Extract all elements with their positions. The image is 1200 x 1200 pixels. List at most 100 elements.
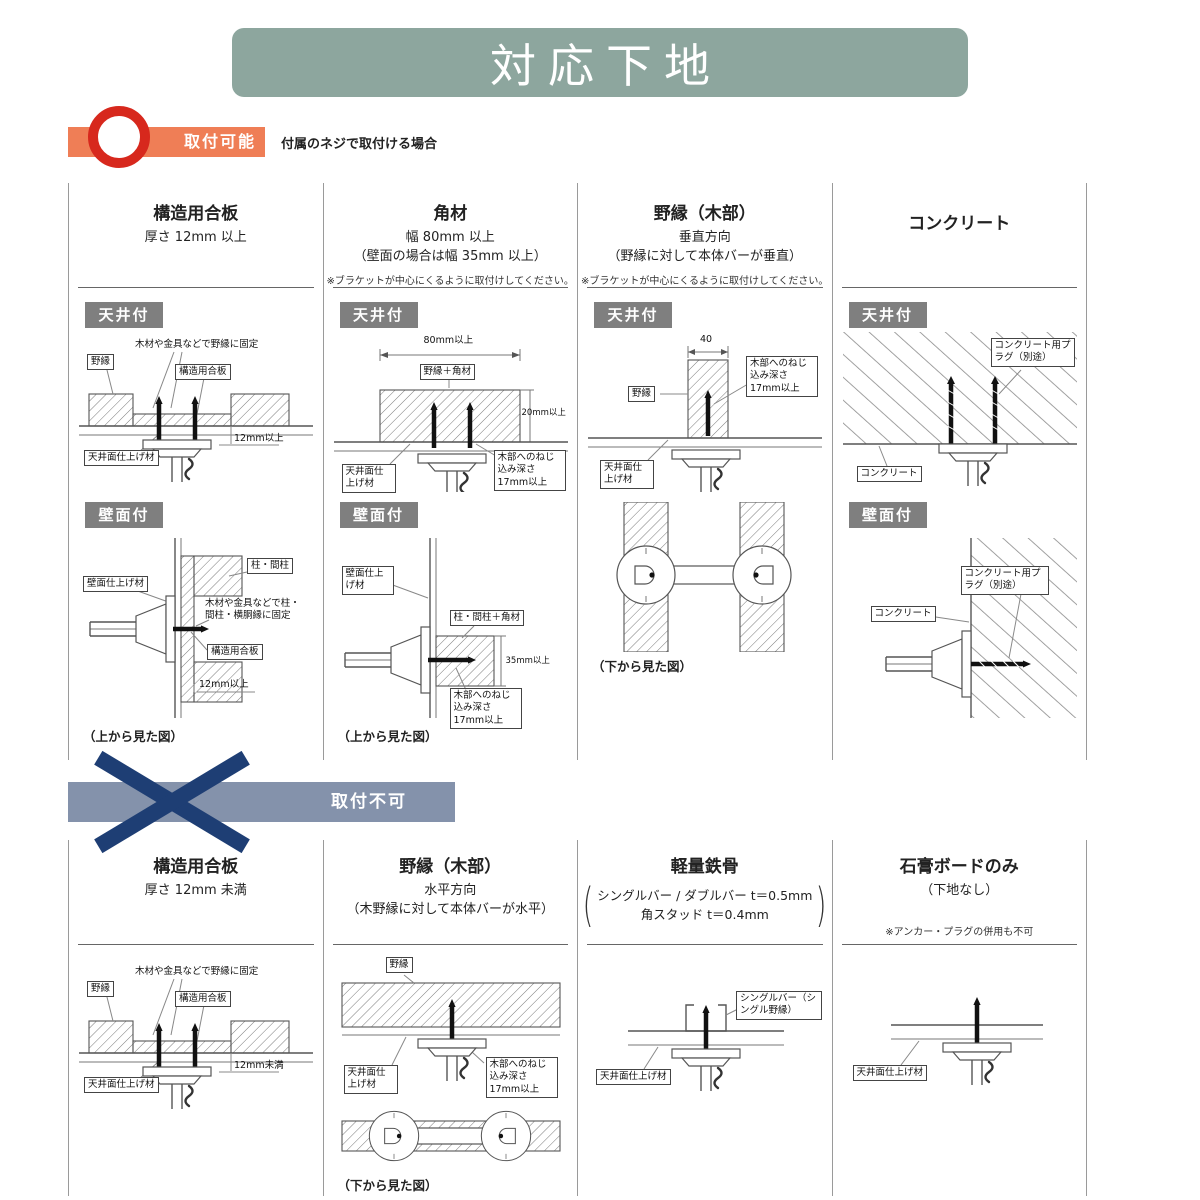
joist-barview-art [616, 502, 792, 652]
label-plywood: 構造用合板 [207, 644, 263, 661]
plywood-wall-art [89, 538, 255, 718]
ceiling-mount-badge: 天井付 [85, 302, 163, 328]
divider [332, 944, 568, 945]
view-caption: （上から見た図） [337, 729, 438, 744]
label-concrete: コンクリート [856, 466, 922, 483]
wall-mount-badge: 壁面付 [85, 502, 163, 528]
ng-grid: 構造用合板 厚さ 12mm 未満 [68, 840, 1087, 1196]
label-ceiling-finish: 天井面仕上げ材 [341, 464, 396, 493]
divider [78, 287, 314, 288]
ng-col-steel: 軽量鉄骨 ( シングルバー / ダブルバー t＝0.5mm 角スタッド t＝0.… [577, 840, 832, 1196]
wall-mount-badge: 壁面付 [848, 502, 927, 528]
label-dim-80mm: 80mm以上 [423, 335, 474, 346]
label-nobuchi: 野縁 [385, 957, 413, 974]
ok-col-joist: 野縁（木部） 垂直方向 （野縁に対して本体バーが垂直） ※ブラケットが中心にくる… [577, 183, 832, 760]
label-dim-35mm: 35mm以上 [505, 656, 550, 666]
label-fixing: 木材や金具などで野縁に固定 [135, 966, 259, 977]
mountable-badge: 取付可能 [183, 132, 256, 151]
column-title: 石膏ボードのみ [899, 857, 1019, 877]
label-concrete-plug: コンクリート用プラグ（別途） [960, 566, 1049, 595]
label-nobuchi: 野縁 [87, 981, 115, 998]
label-ceiling-finish: 天井面仕上げ材 [600, 460, 654, 489]
label-ceiling-finish: 天井面仕上げ材 [596, 1069, 671, 1086]
label-single-bar: シングルバー（シングル野縁） [736, 991, 822, 1020]
diagram-plasterboard: 天井面仕上げ材 [843, 985, 1077, 1135]
ng-cross-icon [92, 750, 252, 854]
label-ceiling-finish: 天井面仕上げ材 [84, 1077, 159, 1094]
column-title: 構造用合板 [153, 204, 239, 224]
label-screw-depth: 木部へのねじ込み深さ17mm以上 [449, 688, 522, 730]
label-fixing: 木材や金具などで野縁に固定 [135, 339, 259, 350]
diagram-single-bar: シングルバー（シングル野縁） 天井面仕上げ材 [588, 985, 822, 1135]
ng-col-joist-horizontal: 野縁（木部） 水平方向 （木野縁に対して本体バーが水平） [322, 840, 578, 1196]
label-nobuchi: 野縁 [87, 354, 115, 371]
label-plywood: 構造用合板 [175, 364, 231, 381]
diagram-plywood-ceiling: 野縁 木材や金具などで野縁に固定 構造用合板 天井面仕上げ材 12mm以上 [79, 332, 313, 492]
column-note: ※ブラケットが中心にくるように取付けしてください。 [326, 275, 574, 287]
label-wall-finish: 壁面仕上げ材 [341, 566, 394, 595]
timber-wall-art [343, 538, 506, 718]
column-subtitle: シングルバー / ダブルバー t＝0.5mm [597, 887, 813, 903]
label-wall-finish: 壁面仕上げ材 [83, 576, 149, 593]
label-dim-12mm: 12mm以上 [199, 679, 249, 690]
view-caption: （下から見た図） [337, 1178, 438, 1193]
ok-circle-icon [88, 106, 150, 168]
joist-ceiling-art [588, 346, 822, 492]
divider [587, 944, 823, 945]
column-subtitle2: （野縁に対して本体バーが垂直） [607, 248, 803, 264]
column-subtitle: 厚さ 12mm 未満 [144, 883, 247, 898]
column-title: 野縁（木部） [399, 857, 502, 877]
label-ceiling-finish: 天井面仕上げ材 [84, 450, 159, 467]
ng-col-plasterboard: 石膏ボードのみ （下地なし） ※アンカー・プラグの併用も不可 天井面仕上げ材 [831, 840, 1087, 1196]
ceiling-mount-badge: 天井付 [594, 302, 672, 328]
diagram-timber-wall: 壁面仕上げ材 柱・間柱＋角材 35mm以上 木部へのねじ込み深さ17mm以上 [334, 532, 568, 730]
diagram-concrete-ceiling: コンクリート用プラグ（別途） コンクリート [842, 332, 1077, 492]
diagram-joist-horizontal: 野縁 天井面仕上げ材 木部へのねじ込み深さ17mm以上 [334, 955, 568, 1171]
label-stud-timber: 柱・間柱＋角材 [449, 610, 525, 627]
column-title: 角材 [433, 204, 468, 224]
label-plywood: 構造用合板 [175, 991, 231, 1008]
ng-col-plywood: 構造用合板 厚さ 12mm 未満 [68, 840, 323, 1196]
column-subtitle: 厚さ 12mm 以上 [144, 230, 247, 245]
thin-plywood-art [79, 978, 313, 1111]
ceiling-mount-badge: 天井付 [848, 302, 927, 328]
column-subtitle: （下地なし） [920, 883, 999, 898]
label-joist-timber: 野縁＋角材 [419, 364, 476, 381]
column-subtitle2: （壁面の場合は幅 35mm 以上） [353, 248, 547, 264]
column-title: 野縁（木部） [653, 204, 756, 224]
divider [78, 944, 314, 945]
ceiling-mount-badge: 天井付 [339, 302, 418, 328]
label-stud: 柱・間柱 [247, 558, 294, 575]
view-caption: （下から見た図） [592, 659, 693, 674]
column-subtitle: 垂直方向 [678, 230, 731, 245]
label-screw-depth: 木部へのねじ込み深さ17mm以上 [746, 356, 818, 398]
diagram-timber-ceiling: 80mm以上 野縁＋角材 20mm以上 天井面仕上げ材 木部へのねじ込み深さ17… [333, 332, 568, 493]
mountable-note: 付属のネジで取付ける場合 [281, 137, 438, 152]
joist-horizontal-art [340, 974, 561, 1162]
plasterboard-art [890, 985, 1043, 1087]
column-subtitle: 水平方向 [424, 883, 477, 898]
column-title: 構造用合板 [153, 857, 239, 877]
label-ceiling-finish: 天井面仕上げ材 [852, 1065, 928, 1082]
label-concrete: コンクリート [870, 606, 936, 623]
view-caption: （上から見た図） [83, 729, 184, 744]
paren-close: ) [815, 878, 827, 932]
label-dim-12mm: 12mm以上 [234, 433, 284, 444]
plywood-ceiling-art [79, 351, 313, 484]
diagram-thin-plywood: 野縁 木材や金具などで野縁に固定 構造用合板 天井面仕上げ材 12mm未満 [79, 959, 313, 1159]
divider [841, 287, 1077, 288]
column-title: 軽量鉄骨 [670, 857, 739, 877]
column-subtitle2: 角スタッド t＝0.4mm [640, 907, 769, 922]
label-fixing: 木材や金具などで柱・間柱・横胴縁に固定 [205, 598, 300, 621]
divider [587, 287, 823, 288]
page-title: 対応下地 [232, 28, 968, 97]
not-mountable-badge: 取付不可 [331, 792, 407, 812]
diagram-joist-ceiling: 40 野縁 木部へのねじ込み深さ17mm以上 天井面仕上げ材 [588, 332, 822, 492]
timber-ceiling-art [333, 349, 568, 492]
column-note: ※ブラケットが中心にくるように取付けしてください。 [581, 275, 829, 287]
label-ceiling-finish: 天井面仕上げ材 [343, 1065, 398, 1094]
label-concrete-plug: コンクリート用プラグ（別途） [990, 338, 1075, 367]
column-title: コンクリート [908, 214, 1011, 234]
wall-mount-badge: 壁面付 [339, 502, 418, 528]
